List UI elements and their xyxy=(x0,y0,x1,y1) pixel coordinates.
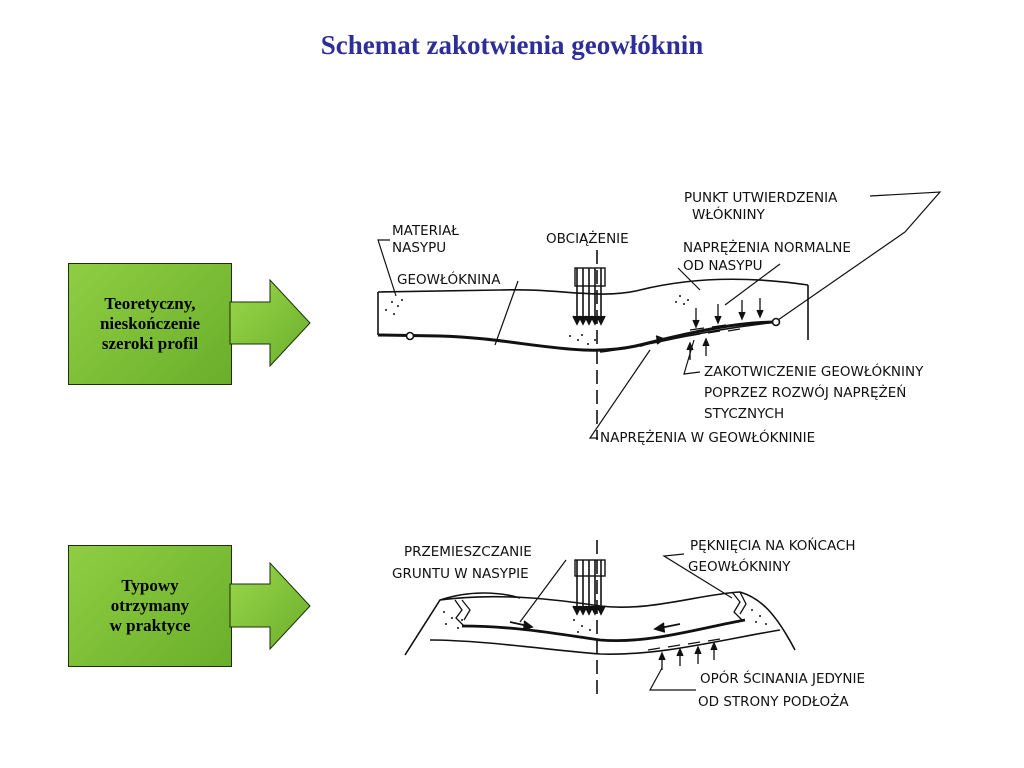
top-labels: MATERIAŁ NASYPU OBCIĄŻENIE GEOWŁÓKNINA P… xyxy=(392,190,924,446)
label-normal-stress: OD NASYPU xyxy=(683,258,762,274)
upward-arrows xyxy=(658,641,718,670)
label-material: NASYPU xyxy=(392,240,446,256)
label-cracks: PĘKNIĘCIA NA KOŃCACH xyxy=(690,536,856,554)
box-line: szeroki profil xyxy=(101,334,199,353)
label-anchoring: ZAKOTWICZENIE GEOWŁÓKNINY xyxy=(704,362,924,380)
right-arrow-icon xyxy=(229,561,311,651)
base-line xyxy=(429,629,781,655)
shear-marks xyxy=(647,638,721,651)
label-shear: OD STRONY PODŁOŻA xyxy=(698,692,849,710)
top-diagram xyxy=(377,191,942,440)
right-slope xyxy=(739,591,796,651)
label-fix-point: PUNKT UTWIERDZENIA xyxy=(684,190,838,206)
page-title: Schemat zakotwienia geowłóknin xyxy=(320,30,704,60)
theoretical-profile-box: Teoretyczny, nieskończenie szeroki profi… xyxy=(68,263,232,385)
label-material: MATERIAŁ xyxy=(392,223,459,239)
label-displacement: PRZEMIESZCZANIE xyxy=(404,544,532,560)
right-arrow-icon xyxy=(229,278,311,368)
box-line: Typowy xyxy=(121,576,179,595)
label-normal-stress: NAPRĘŻENIA NORMALNE xyxy=(683,238,851,256)
load-arrows xyxy=(572,559,606,616)
soil-stipple xyxy=(385,295,689,345)
label-load: OBCIĄŻENIE xyxy=(546,229,629,247)
normal-stress-arrows xyxy=(692,298,764,329)
upward-arrows xyxy=(686,337,710,360)
box-line: nieskończenie xyxy=(99,314,201,333)
fix-point-icon xyxy=(771,317,781,327)
label-displacement: GRUNTU W NASYPIE xyxy=(392,566,529,582)
embankment-top-line xyxy=(377,278,809,295)
soil-stipple xyxy=(443,609,767,633)
load-arrows xyxy=(572,267,606,326)
label-fix-point: WŁÓKNINY xyxy=(692,205,766,223)
label-anchoring: STYCZNYCH xyxy=(704,406,784,422)
label-tension: NAPRĘŻENIA W GEOWŁÓKNINIE xyxy=(600,428,815,446)
bottom-labels: PRZEMIESZCZANIE GRUNTU W NASYPIE PĘKNIĘC… xyxy=(392,536,865,710)
practical-profile-box: Typowy otrzymany w praktyce xyxy=(68,545,232,667)
fix-point-icon xyxy=(405,331,415,341)
geotextile-line xyxy=(461,618,746,642)
crack-right xyxy=(731,591,747,621)
label-geotextile: GEOWŁÓKNINA xyxy=(397,270,501,288)
box-line: w praktyce xyxy=(109,616,191,635)
embankment-top-line xyxy=(439,591,741,608)
base-line xyxy=(599,321,779,353)
label-anchoring: POPRZEZ ROZWÓJ NAPRĘŻEŃ xyxy=(704,383,906,401)
label-cracks: GEOWŁÓKNINY xyxy=(688,557,791,575)
box-line: Teoretyczny, xyxy=(104,294,196,313)
bottom-diagram xyxy=(404,540,796,700)
crack-left xyxy=(454,599,471,627)
tangent-stress-marks xyxy=(687,321,767,337)
label-shear: OPÓR ŚCINANIA JEDYNIE xyxy=(700,669,865,687)
box-line: otrzymany xyxy=(110,596,190,615)
